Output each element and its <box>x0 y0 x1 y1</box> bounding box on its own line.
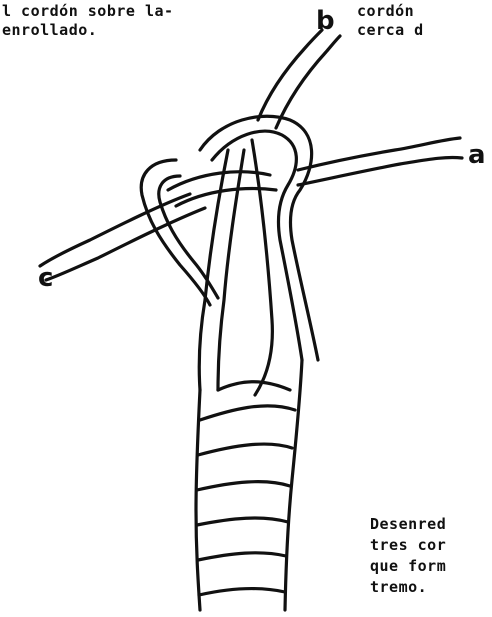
knot-crossing <box>252 140 272 395</box>
rope-twist <box>198 444 292 455</box>
rope-body <box>196 390 200 610</box>
strand-b <box>276 36 340 128</box>
rope-twist <box>198 553 286 560</box>
knot-crossing <box>199 150 228 390</box>
strand-b <box>258 30 322 120</box>
rope-twist <box>199 588 285 595</box>
rope-twist <box>197 482 290 490</box>
strand-a <box>298 157 462 185</box>
rope-twist <box>197 518 288 525</box>
strand-c <box>40 194 190 266</box>
rope-twist <box>200 406 295 420</box>
strand-a <box>298 138 460 170</box>
rope-twist <box>218 382 290 390</box>
